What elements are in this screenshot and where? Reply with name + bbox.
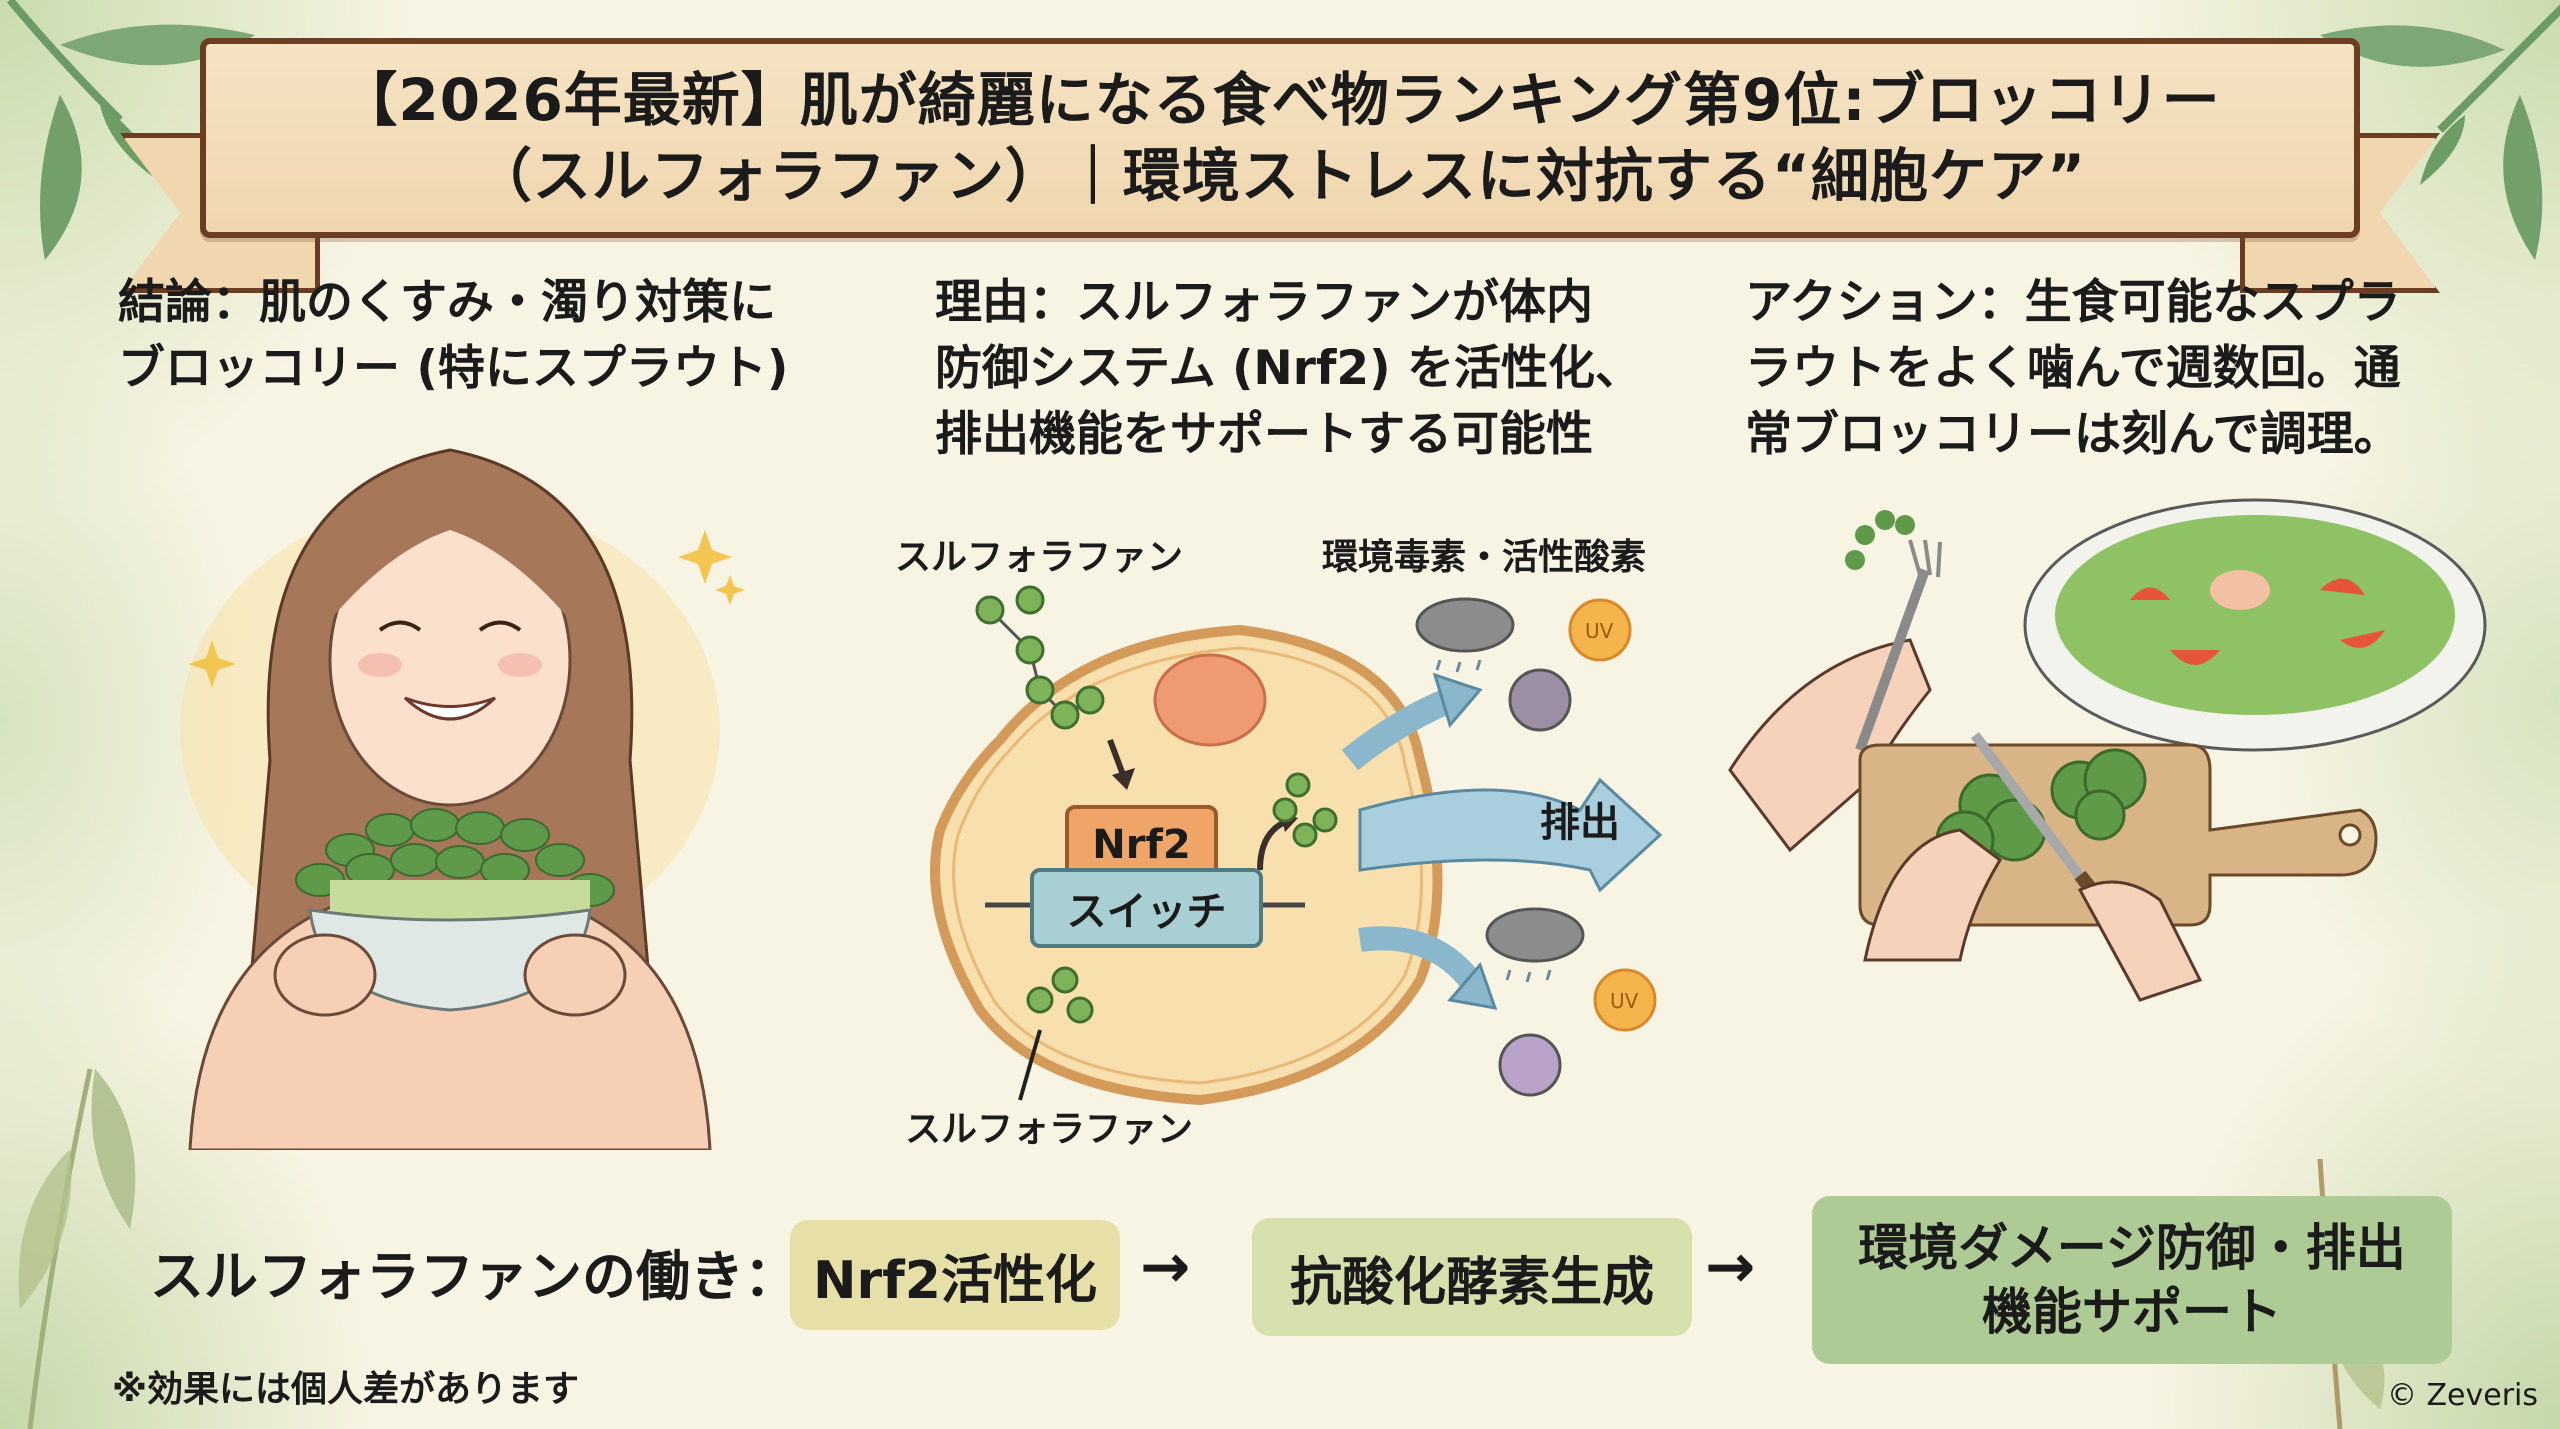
page-title-line-1: 【2026年最新】肌が綺麗になる食べ物ランキング第9位:ブロッコリー	[339, 66, 2221, 134]
flow-step-antioxidant-enzymes: 抗酸化酵素生成	[1252, 1218, 1692, 1336]
conclusion-line-2: ブロッコリー (特にスプラウト)	[118, 341, 789, 396]
final-step-line-1: 環境ダメージ防御・排出	[1858, 1219, 2406, 1277]
disclaimer-note: ※効果には個人差があります	[112, 1369, 579, 1410]
final-step-line-2: 機能サポート	[1982, 1283, 2282, 1341]
reason-line-1: 理由：スルフォラファンが体内	[935, 275, 1593, 330]
reason-line-3: 排出機能をサポートする可能性	[935, 407, 1593, 462]
svg-text:UV: UV	[1585, 619, 1614, 643]
toxins-oxygen-label: 環境毒素・活性酸素	[1322, 537, 1647, 578]
action-line-1: アクション：生食可能なスプラ	[1745, 275, 2401, 330]
title-banner: 【2026年最新】肌が綺麗になる食べ物ランキング第9位:ブロッコリー （スルフォ…	[120, 38, 2440, 293]
rain-cloud-icon-bottom	[1485, 907, 1585, 983]
flow-step-nrf2-activation: Nrf2活性化	[790, 1220, 1120, 1330]
page-title-line-2: （スルフォラファン）｜環境ストレスに対抗する“細胞ケア”	[473, 142, 2087, 210]
action-line-2: ラウトをよく噛んで週数回。通	[1745, 341, 2401, 396]
leaf-decoration-top-right-icon	[2320, 4, 2560, 260]
conclusion-text: 結論：肌のくすみ・濁り対策に ブロッコリー (特にスプラウト)	[118, 270, 788, 402]
angry-smog-icon	[1508, 668, 1572, 732]
salad-and-broccoli-cutting-illustration	[1728, 498, 2487, 1002]
leaf-decoration-bottom-left-icon	[18, 1068, 136, 1429]
copyright: © Zeveris	[2386, 1378, 2538, 1413]
reason-line-2: 防御システム (Nrf2) を活性化、	[935, 341, 1642, 396]
switch-box: スイッチ	[1030, 868, 1263, 948]
cell-diagram: UV UV	[930, 585, 1663, 1106]
flow-label: スルフォラファンの働き：	[150, 1245, 798, 1308]
rain-cloud-icon	[1415, 597, 1515, 673]
conclusion-line-1: 結論：肌のくすみ・濁り対策に	[118, 275, 776, 330]
svg-text:UV: UV	[1610, 989, 1639, 1013]
action-text: アクション：生食可能なスプラ ラウトをよく噛んで週数回。通 常ブロッコリーは刻ん…	[1745, 270, 2401, 468]
action-line-3: 常ブロッコリーは刻んで調理。	[1745, 407, 2401, 462]
reason-text: 理由：スルフォラファンが体内 防御システム (Nrf2) を活性化、 排出機能を…	[935, 270, 1642, 468]
excrete-label: 排出	[1540, 800, 1620, 846]
smiling-woman-with-sprouts-illustration	[180, 448, 745, 1150]
sulforaphane-label-top: スルフォラファン	[895, 537, 1184, 578]
arrow-right-icon: →	[1140, 1232, 1191, 1302]
flow-step-environmental-defense: 環境ダメージ防御・排出 機能サポート	[1812, 1196, 2452, 1364]
uv-sun-icon-bottom: UV	[1593, 968, 1657, 1032]
arrow-right-icon-2: →	[1705, 1232, 1756, 1302]
angry-virus-icon	[1498, 1033, 1562, 1097]
uv-sun-icon: UV	[1568, 598, 1632, 662]
sulforaphane-label-bottom: スルフォラファン	[905, 1109, 1194, 1150]
banner-body: 【2026年最新】肌が綺麗になる食べ物ランキング第9位:ブロッコリー （スルフォ…	[200, 38, 2360, 238]
